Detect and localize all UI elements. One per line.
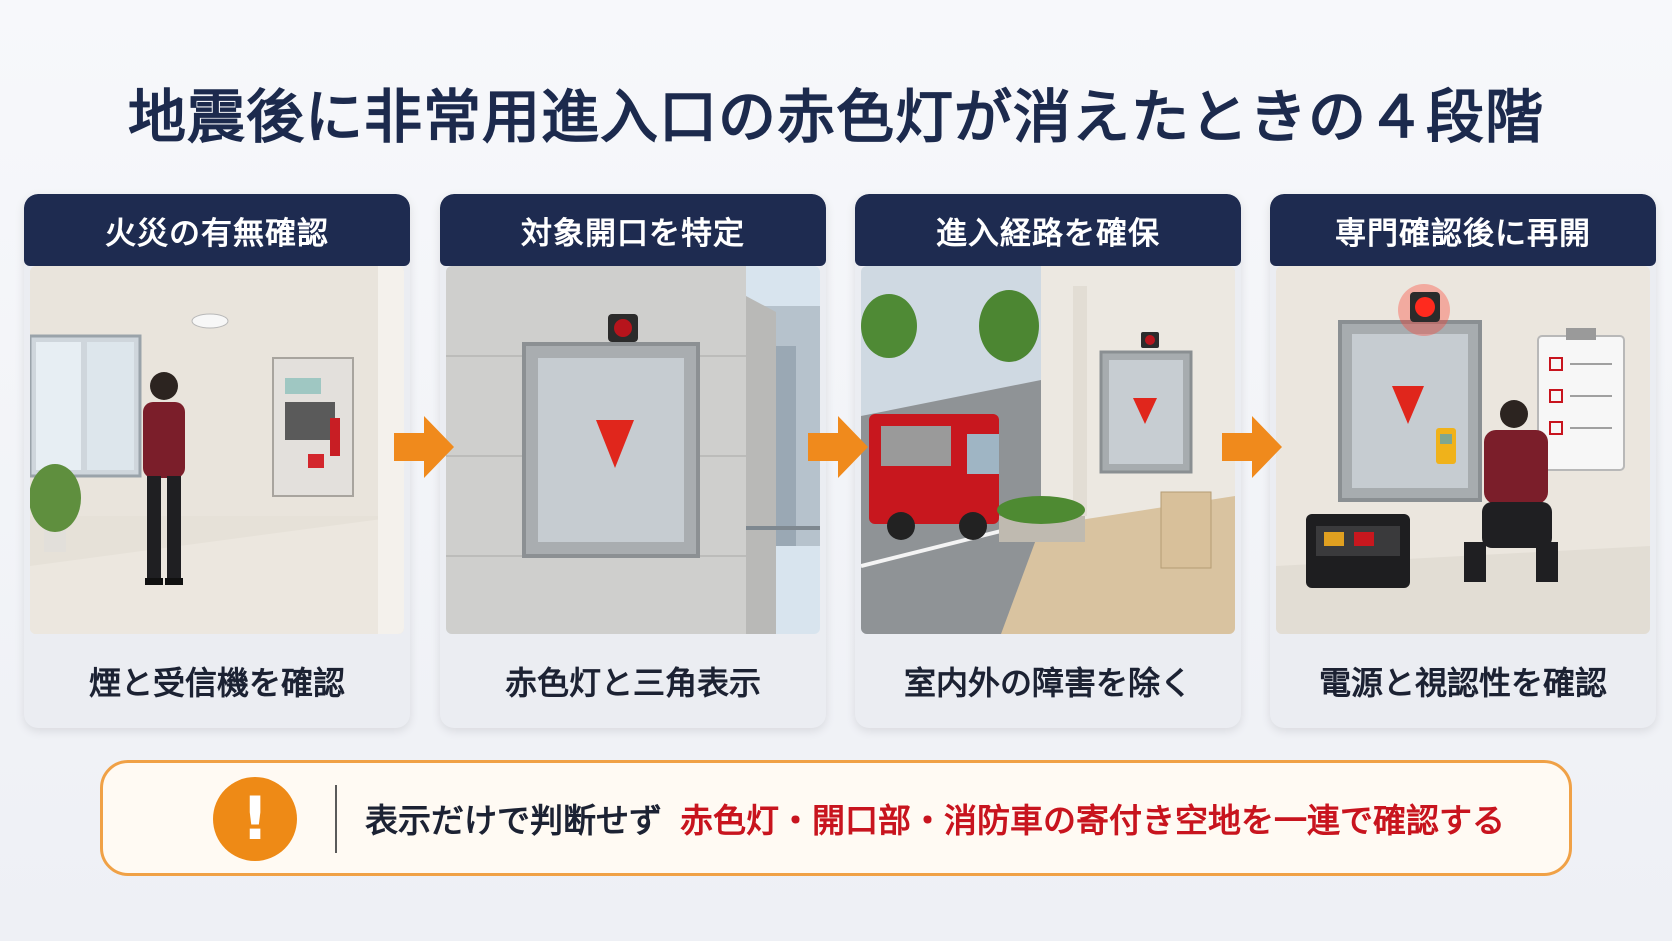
step-header-1: 火災の有無確認 [24, 194, 410, 266]
exclamation-icon: ! [213, 777, 297, 861]
arrow-right-icon-3 [1222, 416, 1282, 478]
note-text-plain: 表示だけで判断せず [365, 801, 662, 840]
step-card-4: 専門確認後に再開 [1270, 194, 1656, 728]
step-header-2: 対象開口を特定 [440, 194, 826, 266]
note-text-emphasis: 赤色灯・開口部・消防車の寄付き空地を一連で確認する [680, 801, 1505, 840]
step-caption-2: 赤色灯と三角表示 [504, 664, 761, 702]
step-header-4: 専門確認後に再開 [1270, 194, 1656, 266]
note-text: 表示だけで判断せず 赤色灯・開口部・消防車の寄付き空地を一連で確認する [365, 763, 1505, 873]
step-header-3: 進入経路を確保 [855, 194, 1241, 266]
illustration-target-opening [446, 266, 820, 634]
caution-note: ! 表示だけで判断せず 赤色灯・開口部・消防車の寄付き空地を一連で確認する [100, 760, 1572, 876]
step-caption-1: 煙と受信機を確認 [88, 664, 345, 702]
step-card-1: 火災の有無確認 [24, 194, 410, 728]
page-title: 地震後に非常用進入口の赤色灯が消えたときの４段階 [127, 83, 1544, 151]
step-card-2: 対象開口を特定 赤色灯と三角表示 [440, 194, 826, 728]
step-caption-3: 室内外の障害を除く [903, 664, 1192, 702]
illustration-entry-route [861, 266, 1235, 634]
step-caption-4: 電源と視認性を確認 [1318, 664, 1607, 702]
illustration-expert-check [1276, 266, 1650, 634]
arrow-right-icon-1 [394, 416, 454, 478]
illustration-fire-check [30, 266, 404, 634]
note-divider [335, 785, 337, 853]
step-card-3: 進入経路を確保 [855, 194, 1241, 728]
arrow-right-icon-2 [808, 416, 868, 478]
